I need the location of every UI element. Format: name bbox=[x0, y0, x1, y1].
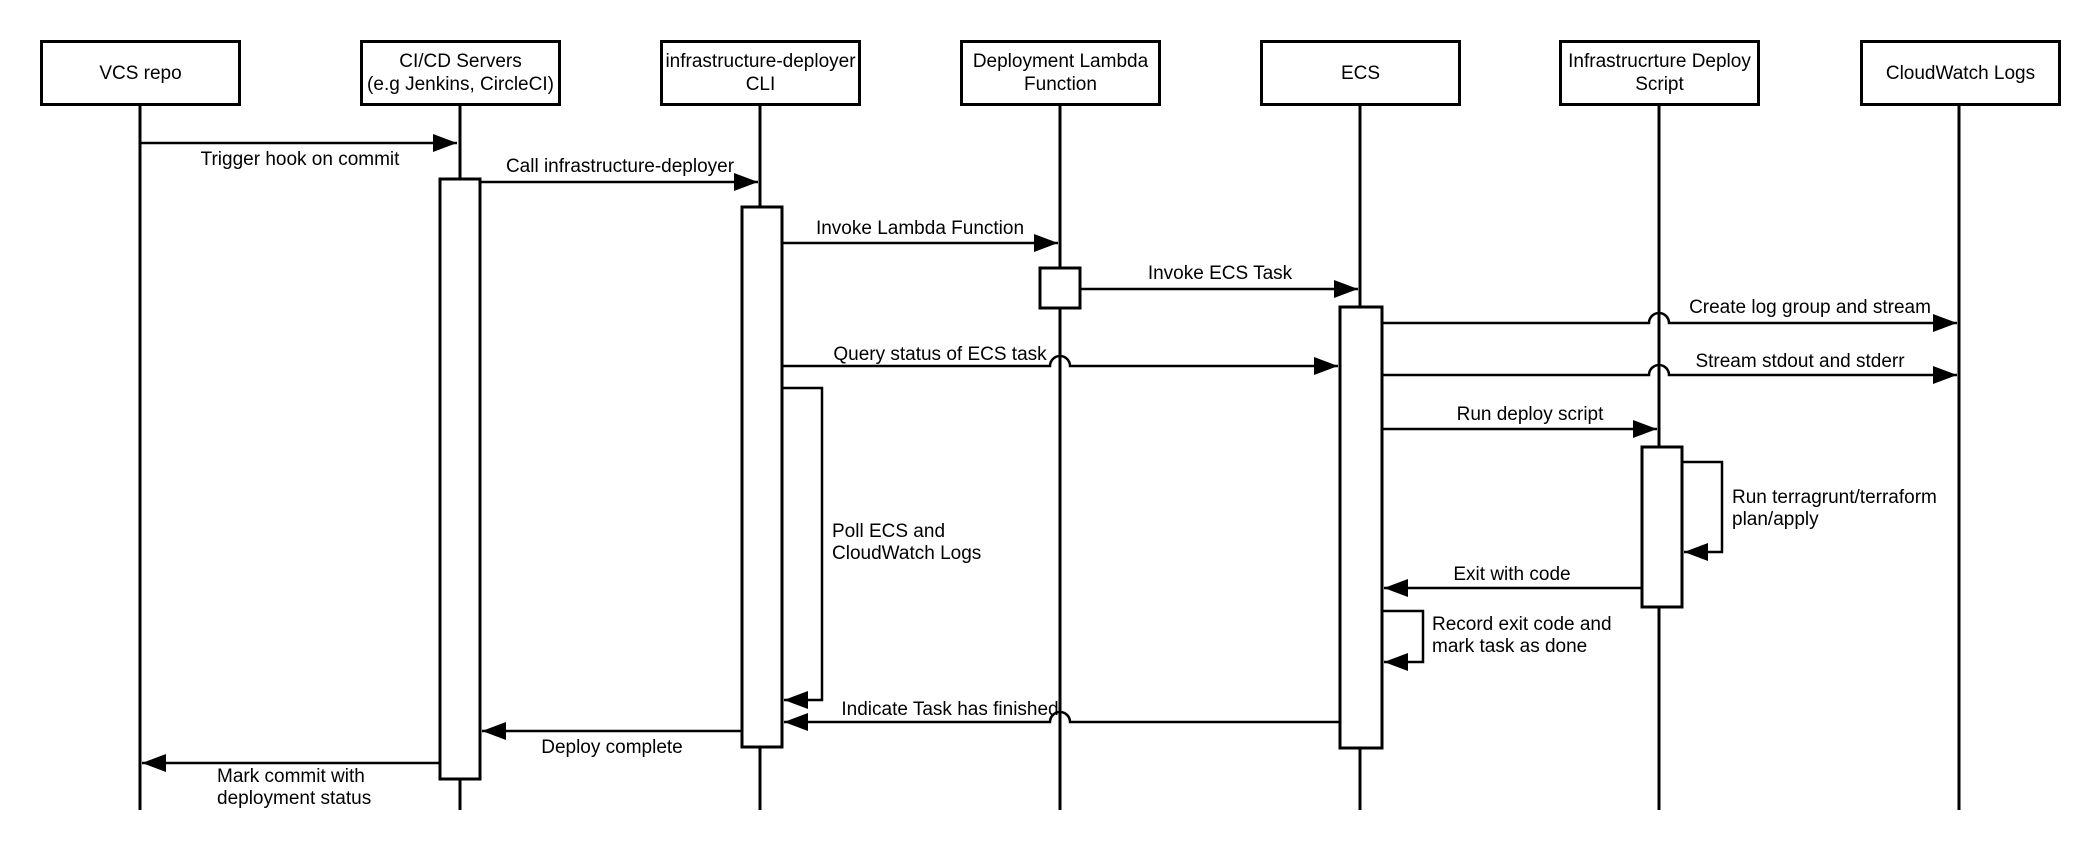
message-label-stream-stdout-and-stderr: Stream stdout and stderr bbox=[1695, 351, 1905, 372]
arrow-record-exit-code-self-loop bbox=[1382, 609, 1425, 671]
arrow-query-status-of-ecs-task bbox=[782, 354, 1338, 375]
activation-cicd-servers bbox=[438, 177, 482, 781]
participant-box-infrastructure-deployer-cli: infrastructure-deployer CLI bbox=[660, 40, 861, 106]
arrow-poll-ecs-self-loop bbox=[782, 386, 824, 709]
participant-box-cicd-servers: CI/CD Servers (e.g Jenkins, CircleCI) bbox=[360, 40, 561, 106]
message-arrows bbox=[141, 134, 1957, 772]
message-label-run-deploy-script: Run deploy script bbox=[1456, 404, 1604, 425]
arrow-indicate-task-has-finished bbox=[784, 710, 1340, 731]
message-label-deploy-complete: Deploy complete bbox=[541, 737, 683, 758]
activations bbox=[438, 177, 1684, 781]
message-label-poll-ecs-and-cloudwatch-logs: Poll ECS and CloudWatch Logs bbox=[832, 521, 982, 564]
message-label-call-infrastructure-deployer: Call infrastructure-deployer bbox=[505, 156, 735, 177]
message-label-trigger-hook-on-commit: Trigger hook on commit bbox=[200, 149, 400, 170]
activation-lambda bbox=[1038, 266, 1082, 310]
arrow-run-terragrunt-terraform-self-loop bbox=[1682, 460, 1724, 561]
arrow-stream-stdout-and-stderr bbox=[1382, 363, 1957, 384]
message-label-mark-commit-with-status: Mark commit with deployment status bbox=[217, 766, 372, 809]
arrow-create-log-group-and-stream bbox=[1382, 311, 1957, 332]
activation-ecs bbox=[1338, 305, 1384, 750]
participant-box-vcs-repo: VCS repo bbox=[40, 40, 241, 106]
message-label-record-exit-code: Record exit code and mark task as done bbox=[1432, 614, 1612, 657]
participant-box-cloudwatch-logs: CloudWatch Logs bbox=[1860, 40, 2061, 106]
activation-deploy-script bbox=[1640, 445, 1684, 609]
activation-cli bbox=[740, 205, 784, 749]
message-label-query-status-of-ecs-task: Query status of ECS task bbox=[833, 344, 1047, 365]
participant-box-ecs: ECS bbox=[1260, 40, 1461, 106]
message-label-exit-with-code: Exit with code bbox=[1453, 564, 1571, 585]
participant-box-infrastructure-deploy-script: Infrastrucrture Deploy Script bbox=[1559, 40, 1760, 106]
message-label-invoke-lambda-function: Invoke Lambda Function bbox=[815, 218, 1025, 239]
message-label-run-terragrunt-terraform: Run terragrunt/terraform plan/apply bbox=[1732, 487, 1937, 530]
message-label-invoke-ecs-task: Invoke ECS Task bbox=[1147, 263, 1293, 284]
message-label-indicate-task-has-finished: Indicate Task has finished bbox=[841, 699, 1059, 720]
message-label-create-log-group-and-stream: Create log group and stream bbox=[1689, 297, 1931, 318]
participant-box-deployment-lambda-function: Deployment Lambda Function bbox=[960, 40, 1161, 106]
